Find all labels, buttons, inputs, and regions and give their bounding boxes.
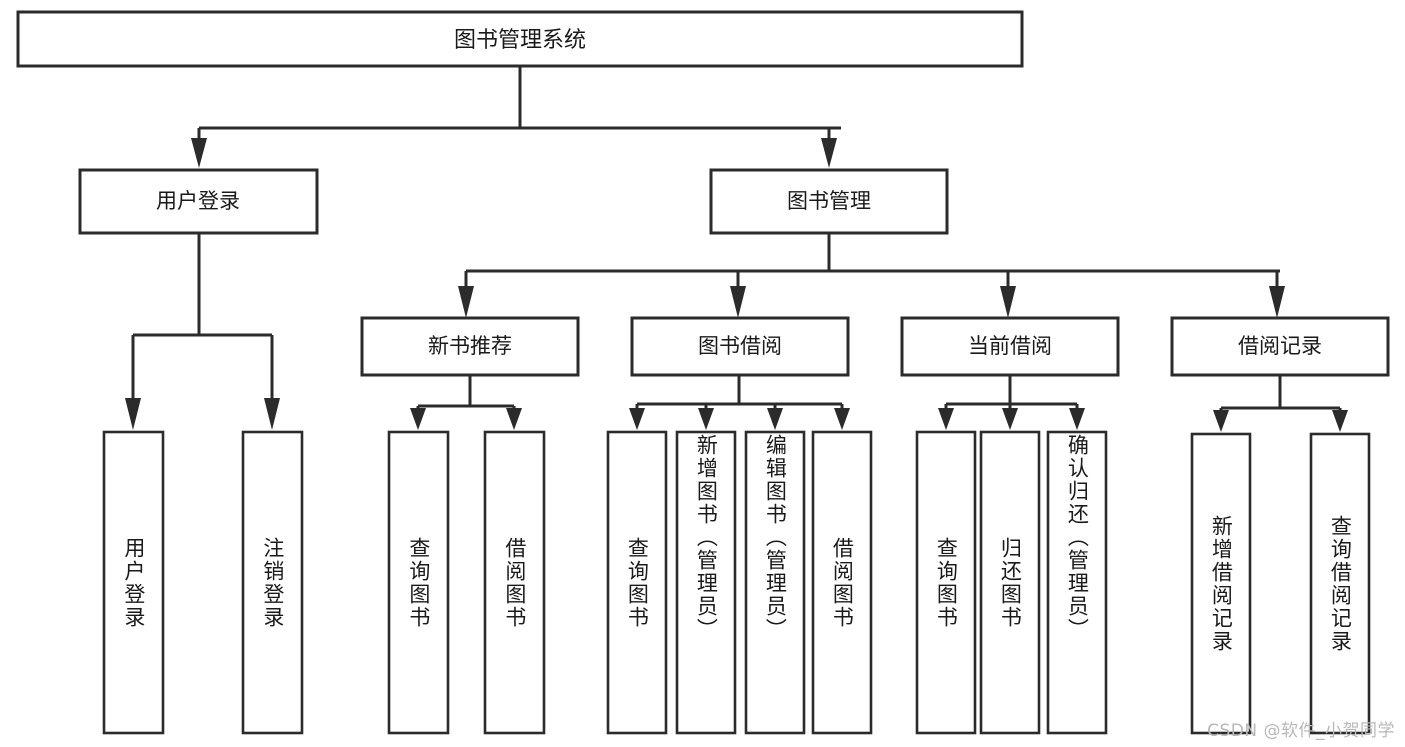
connector-group-user-login — [125, 233, 280, 430]
node-new-book-recommend[interactable]: 新书推荐 — [360, 316, 580, 377]
node-book-manage-box[interactable] — [709, 168, 949, 235]
node-current-borrow-box[interactable] — [900, 316, 1120, 377]
node-current-borrow-label: 当前借阅 — [968, 334, 1052, 358]
arrow-head-bm-child-2 — [1000, 286, 1016, 318]
node-user-login[interactable]: 用户登录 — [78, 168, 319, 235]
arrow-head-ul-child-0 — [125, 398, 141, 430]
node-current-borrow[interactable]: 当前借阅 — [900, 316, 1120, 377]
node-book-manage[interactable]: 图书管理 — [709, 168, 949, 235]
watermark-text: CSDN @软件_小贺同学 — [1207, 721, 1395, 741]
arrow-head-bm-child-1 — [730, 286, 746, 318]
node-leaf-book-borrow-1-box[interactable] — [675, 430, 737, 735]
node-leaf-current-borrow-1-box[interactable] — [979, 430, 1041, 735]
node-borrow-record-box[interactable] — [1170, 316, 1390, 377]
arrow-head-book-manage — [821, 138, 837, 168]
node-book-borrow[interactable]: 图书借阅 — [630, 316, 850, 377]
node-borrow-record[interactable]: 借阅记录 — [1170, 316, 1390, 377]
node-leaf-borrow-record-0-box[interactable] — [1190, 432, 1252, 735]
arrow-head-br-child-1 — [1332, 410, 1348, 432]
node-borrow-record-label: 借阅记录 — [1238, 334, 1322, 358]
node-leaf-borrow-record-1-box[interactable] — [1309, 432, 1371, 735]
connector-group-borrow-record — [1213, 375, 1348, 432]
node-root-box[interactable] — [16, 10, 1024, 68]
connector-group-book-manage — [458, 233, 1285, 318]
arrow-head-ul-child-1 — [264, 398, 280, 430]
node-leaf-user-login-1-box[interactable] — [241, 430, 304, 735]
arrow-head-bm-child-0 — [458, 286, 474, 318]
node-user-login-label: 用户登录 — [156, 189, 240, 213]
node-book-borrow-box[interactable] — [630, 316, 850, 377]
arrow-head-nb-child-1 — [506, 408, 522, 430]
arrow-head-cb-child-0 — [938, 408, 954, 430]
node-new-book-recommend-label: 新书推荐 — [428, 334, 512, 358]
arrow-head-user-login — [191, 138, 207, 168]
node-leaf-book-borrow-3-box[interactable] — [811, 430, 873, 735]
node-user-login-box[interactable] — [78, 168, 319, 235]
node-leaf-book-borrow-2-box[interactable] — [744, 430, 806, 735]
connector-group-current-borrow — [938, 375, 1085, 430]
arrow-head-bm-child-3 — [1269, 286, 1285, 318]
node-leaf-new-book-0-box[interactable] — [387, 430, 450, 735]
connector-group-root — [191, 66, 841, 168]
arrow-head-nb-child-0 — [410, 408, 426, 430]
node-book-borrow-label: 图书借阅 — [698, 334, 782, 358]
arrow-head-br-child-0 — [1213, 410, 1229, 432]
node-root-label: 图书管理系统 — [454, 28, 586, 53]
node-leaf-current-borrow-2-box[interactable] — [1046, 430, 1108, 735]
arrow-head-bb-child-0 — [629, 408, 645, 430]
connector-group-new-book — [410, 375, 522, 430]
arrow-head-cb-child-1 — [1002, 408, 1018, 430]
arrow-head-bb-child-3 — [834, 408, 850, 430]
connector-group-book-borrow — [629, 375, 850, 430]
node-root[interactable]: 图书管理系统 — [16, 10, 1024, 68]
arrow-head-bb-child-2 — [767, 408, 783, 430]
node-leaf-new-book-1-box[interactable] — [483, 430, 546, 735]
node-book-manage-label: 图书管理 — [787, 189, 871, 213]
node-leaf-book-borrow-0-box[interactable] — [606, 430, 668, 735]
node-leaf-user-login-0-box[interactable] — [102, 430, 165, 735]
arrow-head-bb-child-1 — [698, 408, 714, 430]
node-new-book-recommend-box[interactable] — [360, 316, 580, 377]
arrow-head-cb-child-2 — [1069, 408, 1085, 430]
node-leaf-current-borrow-0-box[interactable] — [915, 430, 977, 735]
